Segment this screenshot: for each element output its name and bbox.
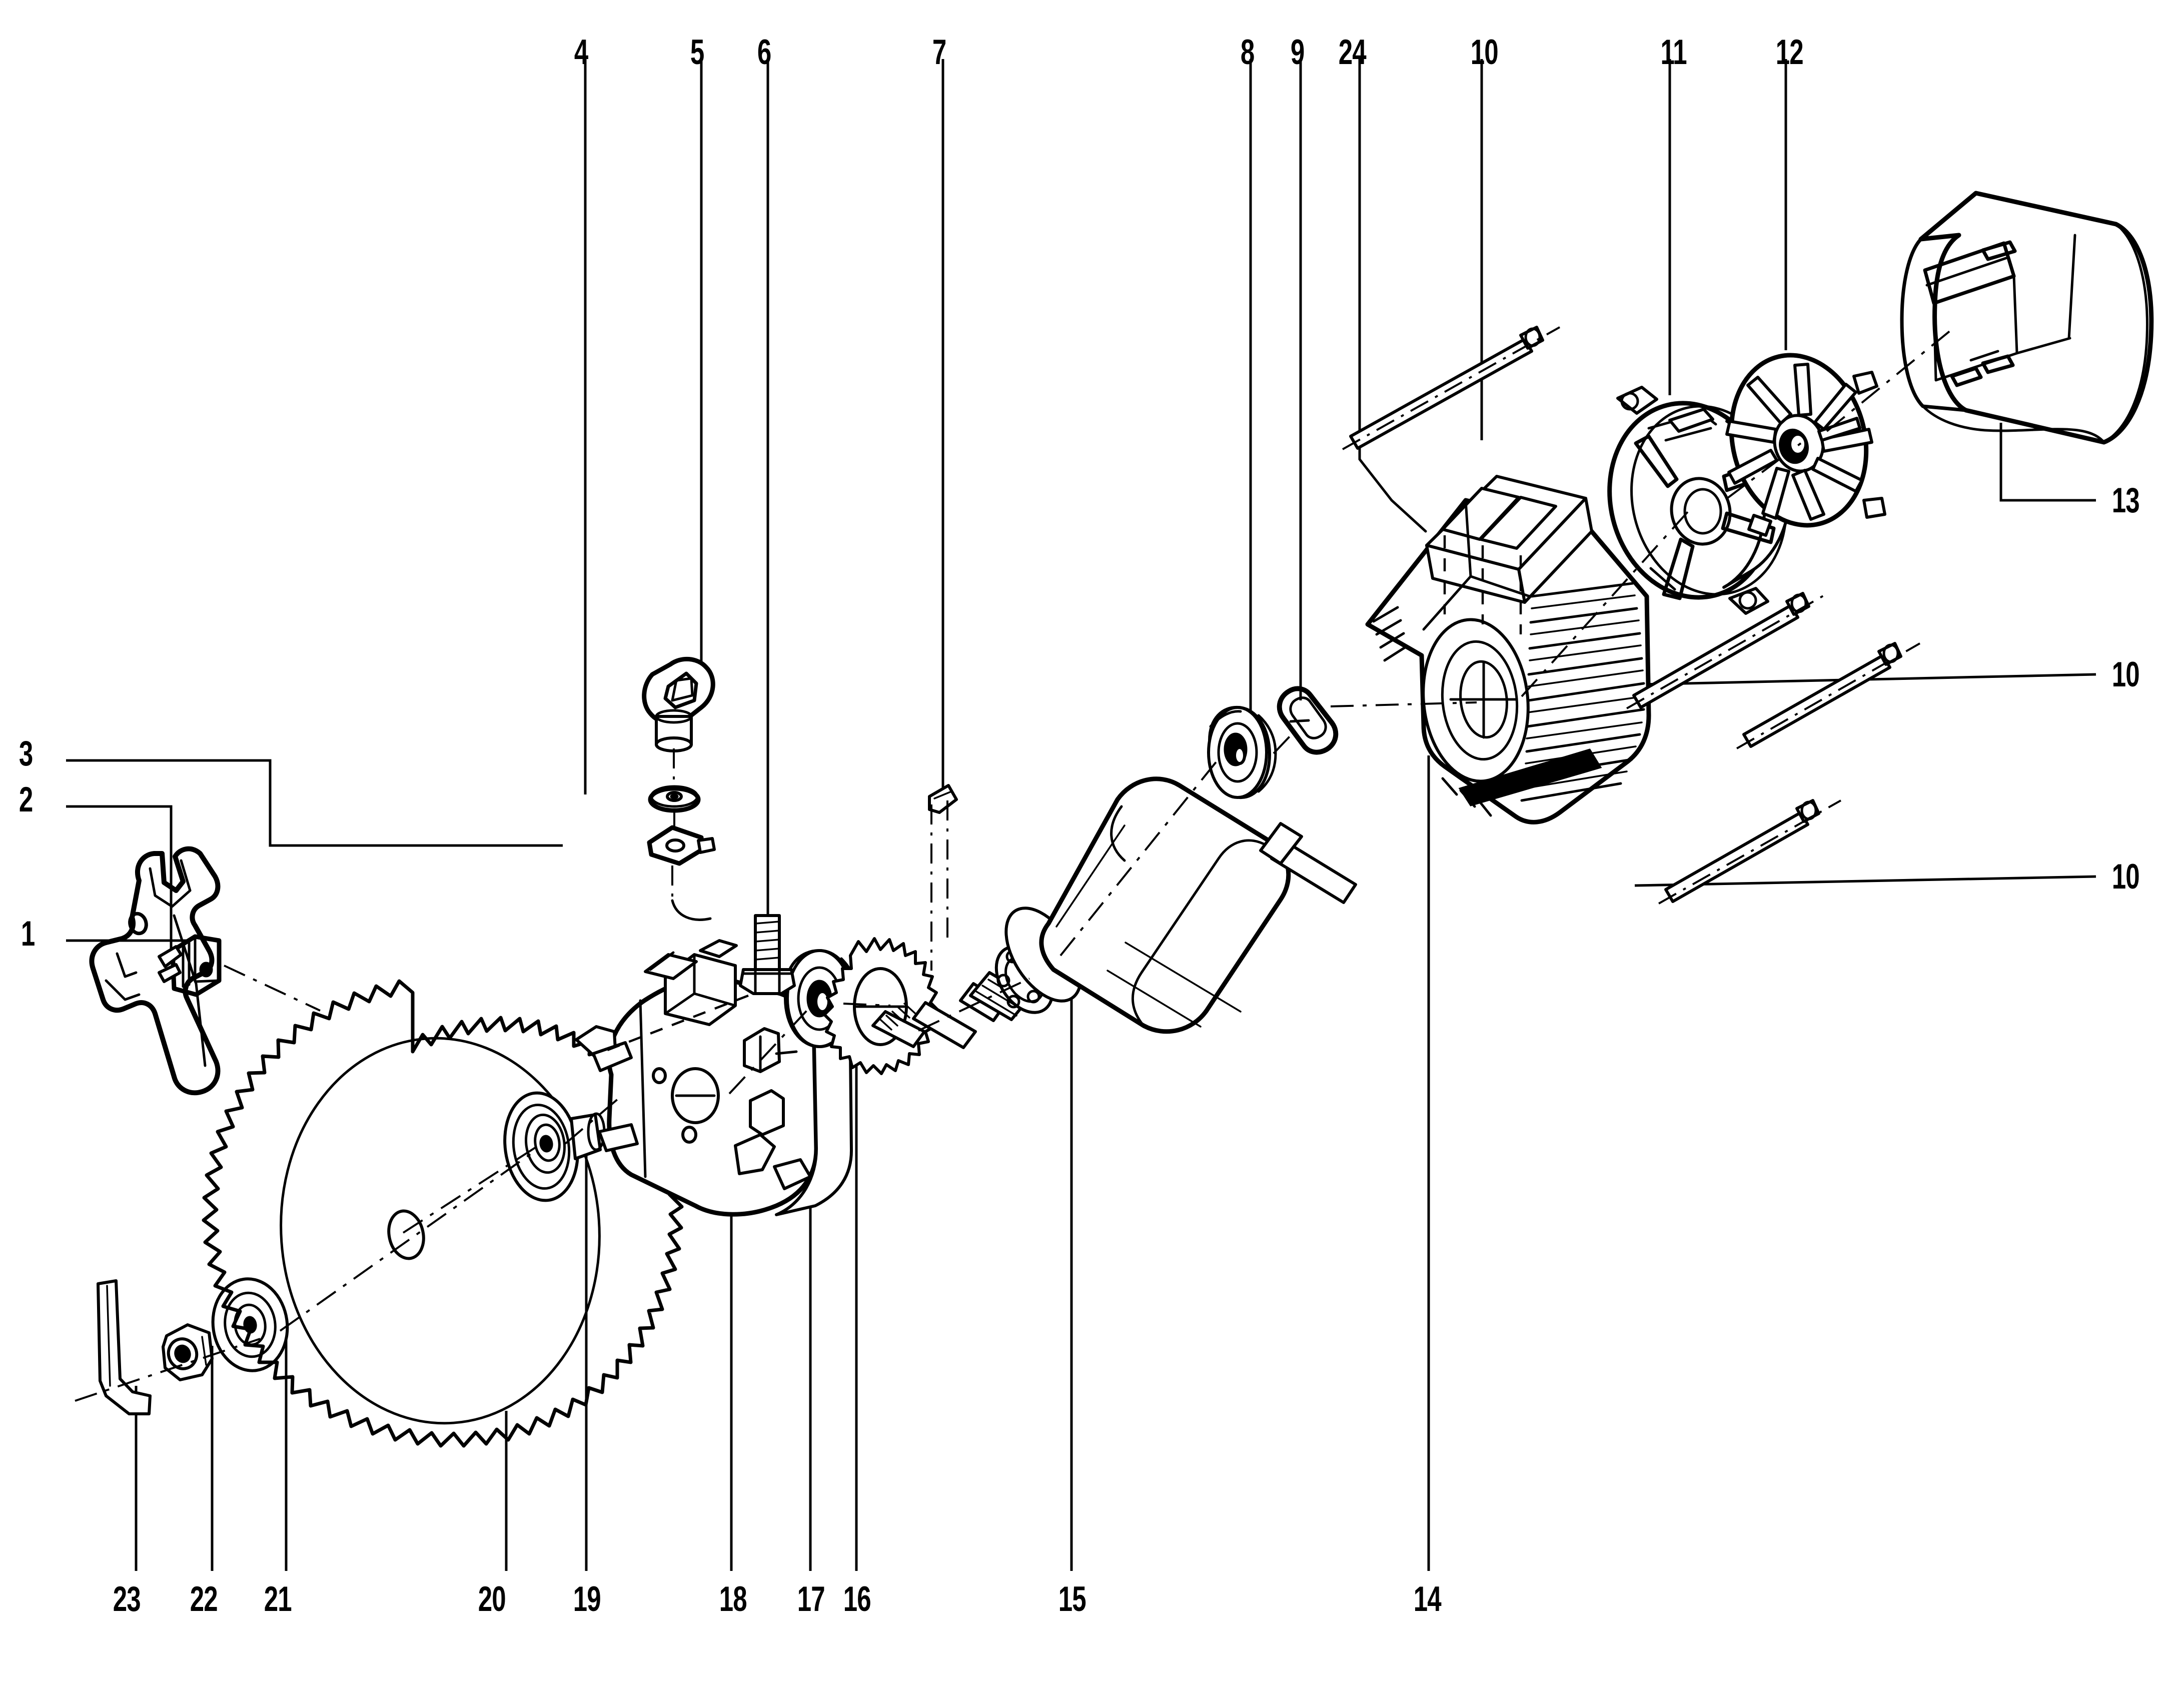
open-end-wrench bbox=[89, 846, 221, 1096]
wave-spring-washer bbox=[1277, 686, 1339, 755]
callout-11[interactable]: 11 bbox=[1660, 32, 1687, 73]
ball-bearing-armature bbox=[1207, 705, 1277, 799]
adjustment-knob bbox=[642, 656, 715, 793]
leader-lines-left bbox=[66, 759, 563, 953]
callout-7[interactable]: 7 bbox=[932, 32, 946, 73]
callout-22[interactable]: 22 bbox=[190, 1579, 218, 1619]
lock-washer-plate bbox=[647, 825, 716, 921]
motor-cover-shroud bbox=[1900, 191, 2154, 445]
inner-blade-flange bbox=[503, 1091, 606, 1202]
callout-3[interactable]: 3 bbox=[19, 733, 33, 774]
callout-12[interactable]: 12 bbox=[1775, 32, 1804, 73]
callout-8[interactable]: 8 bbox=[1240, 32, 1255, 73]
leader-lines-top bbox=[584, 59, 1787, 919]
callout-10-top[interactable]: 10 bbox=[1470, 32, 1499, 73]
callout-5[interactable]: 5 bbox=[690, 32, 704, 73]
blade-lock-nut bbox=[162, 1323, 214, 1381]
callout-23[interactable]: 23 bbox=[113, 1579, 141, 1619]
callout-19[interactable]: 19 bbox=[573, 1579, 601, 1619]
callout-24[interactable]: 24 bbox=[1338, 32, 1367, 73]
callout-10-right-upper[interactable]: 10 bbox=[2111, 654, 2140, 695]
cooling-fan bbox=[1725, 353, 1886, 537]
woodruff-key bbox=[928, 784, 958, 971]
callout-18[interactable]: 18 bbox=[719, 1579, 747, 1619]
callout-1[interactable]: 1 bbox=[21, 914, 35, 954]
outer-blade-flange bbox=[211, 1277, 289, 1372]
long-through-bolt-b bbox=[1626, 592, 1826, 709]
field-stator-housing bbox=[1365, 475, 1651, 824]
callout-16[interactable]: 16 bbox=[843, 1579, 871, 1619]
armature-rotor bbox=[871, 776, 1357, 1049]
long-through-bolt-d bbox=[1658, 799, 1841, 905]
callout-13[interactable]: 13 bbox=[2111, 480, 2140, 521]
hex-head-bolt bbox=[598, 914, 796, 1055]
callout-6[interactable]: 6 bbox=[757, 32, 771, 73]
long-through-bolt-c bbox=[1736, 642, 1920, 749]
callout-10-right-lower[interactable]: 10 bbox=[2111, 857, 2140, 897]
assembly-centerline bbox=[75, 329, 1952, 1402]
long-through-bolt-a bbox=[1342, 326, 1560, 450]
callout-17[interactable]: 17 bbox=[797, 1579, 825, 1619]
callout-21[interactable]: 21 bbox=[264, 1579, 292, 1619]
field-coil-insulator bbox=[1390, 499, 1427, 533]
callout-4[interactable]: 4 bbox=[574, 32, 588, 73]
leader-lines-bottom bbox=[135, 755, 1430, 1571]
callout-20[interactable]: 20 bbox=[478, 1579, 506, 1619]
callout-9[interactable]: 9 bbox=[1290, 32, 1305, 73]
callout-14[interactable]: 14 bbox=[1413, 1579, 1442, 1619]
hex-key-allen-wrench bbox=[97, 1279, 152, 1415]
callout-2[interactable]: 2 bbox=[19, 779, 33, 820]
gear-housing bbox=[575, 939, 853, 1217]
flat-washer bbox=[648, 785, 701, 851]
callout-15[interactable]: 15 bbox=[1058, 1579, 1086, 1619]
